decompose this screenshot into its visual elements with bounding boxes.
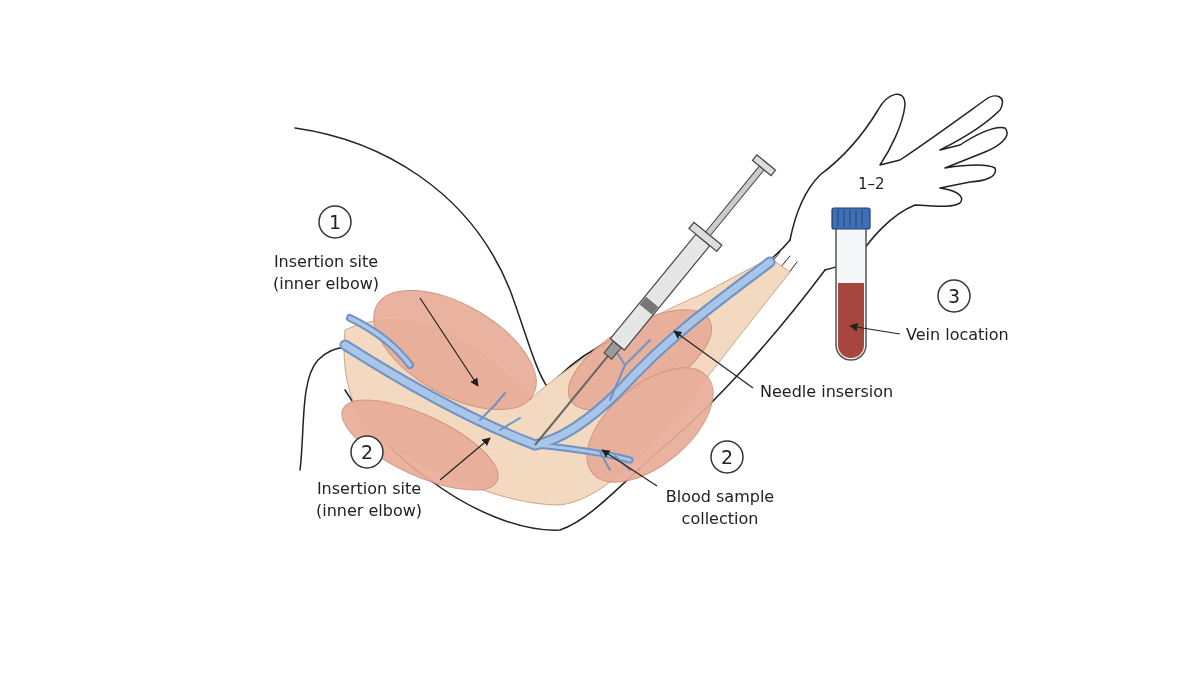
vein-branch <box>600 452 630 470</box>
tube-cap <box>832 208 870 229</box>
callout-number: 3 <box>948 287 960 306</box>
callout-circle: 2 <box>710 440 744 474</box>
main-vein <box>345 262 770 445</box>
vein-branch <box>350 318 410 365</box>
leader-line <box>420 298 478 386</box>
small-veins <box>480 340 650 470</box>
blood-tube <box>832 208 870 360</box>
forearm-muscle <box>567 346 733 504</box>
annotation-label: Vein location <box>906 324 1036 346</box>
plunger-thumb <box>752 155 775 176</box>
vein-branch <box>350 318 410 365</box>
vein-branch <box>500 418 520 430</box>
circle-outline <box>938 280 970 312</box>
leader-line <box>602 450 657 486</box>
circle-outline <box>711 441 743 473</box>
vein-fill <box>345 262 770 460</box>
vein-group <box>345 262 770 470</box>
callout-number: 1 <box>329 213 341 232</box>
callout-number: 2 <box>721 448 733 467</box>
leader-line <box>440 438 490 480</box>
cap-ridges <box>838 210 862 227</box>
syringe-barrel <box>610 234 709 350</box>
callout-circle: 3 <box>937 279 971 313</box>
tube-glass <box>836 228 866 360</box>
plunger-rod <box>706 166 764 236</box>
leader-line <box>850 326 900 334</box>
muscle-group <box>330 266 733 508</box>
leader-line <box>674 331 753 388</box>
callout-circle: 2 <box>350 435 384 469</box>
vein-branch <box>480 393 505 420</box>
annotation-label: Needle insersion <box>760 381 960 403</box>
annotation-label: 1–2 <box>858 173 902 195</box>
circle-outline <box>351 436 383 468</box>
callout-number: 2 <box>361 443 373 462</box>
main-vein <box>345 262 770 445</box>
needle <box>535 356 608 445</box>
hand-outline <box>790 94 1007 270</box>
circle-outline <box>319 206 351 238</box>
vein-outline <box>345 262 770 460</box>
plunger-seal <box>640 297 659 315</box>
arm-outline-group <box>295 94 1007 530</box>
syringe <box>521 151 780 456</box>
callout-circle: 1 <box>318 205 352 239</box>
blood-sample <box>838 283 864 358</box>
annotation-label: Insertion site (inner elbow) <box>256 251 396 295</box>
annotation-label: Blood sample collection <box>650 486 790 530</box>
annotation-label: Insertion site (inner elbow) <box>299 478 439 522</box>
